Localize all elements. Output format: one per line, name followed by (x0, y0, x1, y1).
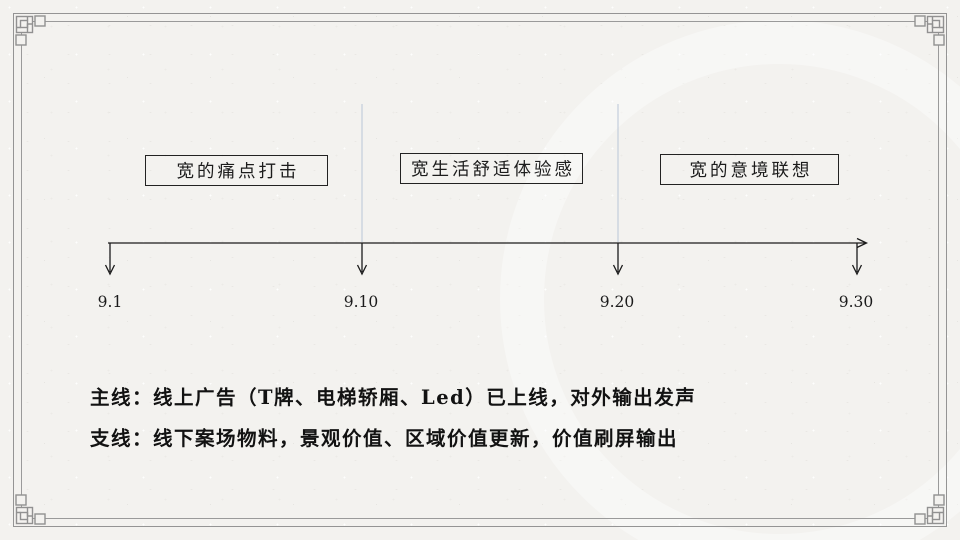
timeline-date-label: 9.10 (343, 293, 379, 311)
down-arrowhead-icon (104, 264, 116, 276)
down-arrowhead-icon (356, 264, 368, 276)
down-arrowhead-icon (612, 264, 624, 276)
fret-corner-icon (911, 13, 947, 49)
phase-box-artistic-association: 宽的意境联想 (660, 154, 839, 185)
fret-corner-icon (911, 491, 947, 527)
timeline-date-label: 9.1 (97, 293, 123, 311)
fret-corner-icon (13, 13, 49, 49)
date-tick-arrows (104, 243, 863, 276)
main-line-note: 主线：线上广告（T牌、电梯轿厢、Led）已上线，对外输出发声 (90, 386, 697, 409)
axis-arrowhead-icon (856, 237, 869, 249)
timeline-date-label: 9.30 (838, 293, 874, 311)
phase-box-pain-point: 宽的痛点打击 (145, 155, 328, 186)
phase-box-label: 宽的意境联想 (689, 161, 813, 181)
notes-block: 主线：线上广告（T牌、电梯轿厢、Led）已上线，对外输出发声 支线：线下案场物料… (90, 386, 696, 468)
phase-box-label: 宽的痛点打击 (176, 162, 300, 182)
fret-corner-icon (13, 491, 49, 527)
phase-box-comfort-experience: 宽生活舒适体验感 (400, 153, 583, 184)
down-arrowhead-icon (851, 264, 863, 276)
phase-box-label: 宽生活舒适体验感 (411, 160, 575, 180)
branch-line-note: 支线：线下案场物料，景观价值、区域价值更新，价值刷屏输出 (90, 427, 679, 450)
timeline-date-label: 9.20 (599, 293, 635, 311)
